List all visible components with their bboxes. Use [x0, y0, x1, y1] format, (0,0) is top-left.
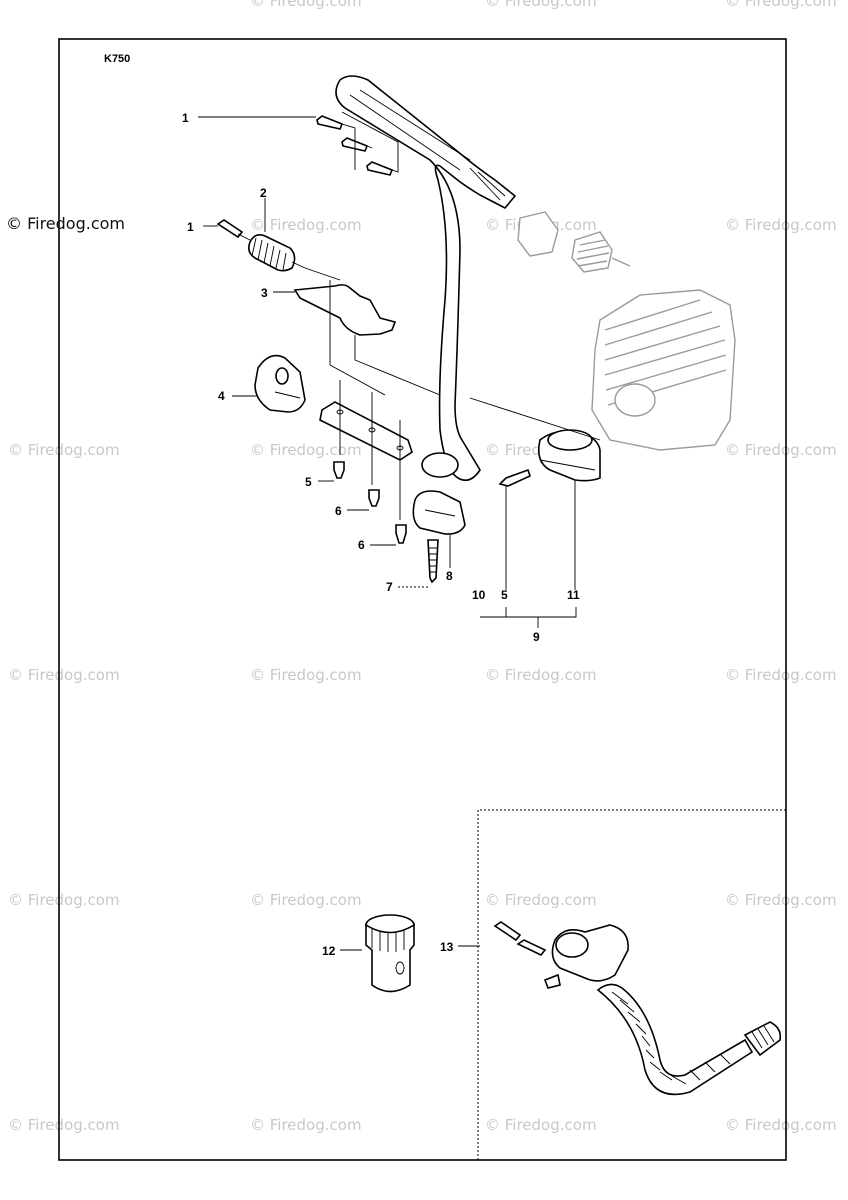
- screw-5: [498, 468, 531, 487]
- callout-11: 11: [567, 588, 580, 602]
- watermark: © Firedog.com: [485, 1116, 597, 1134]
- watermark: © Firedog.com: [8, 441, 120, 459]
- watermark: © Firedog.com: [6, 214, 125, 233]
- watermark: © Firedog.com: [8, 1116, 120, 1134]
- watermark: © Firedog.com: [8, 891, 120, 909]
- buffer-block-8: [412, 490, 466, 535]
- callout-8: 8: [446, 569, 453, 583]
- callout-6: 6: [358, 538, 365, 552]
- watermark: © Firedog.com: [8, 666, 120, 684]
- watermark: © Firedog.com: [725, 441, 837, 459]
- screw-6: [395, 524, 407, 544]
- bushing-12: [365, 914, 415, 993]
- callout-6: 6: [335, 504, 342, 518]
- watermark: © Firedog.com: [250, 216, 362, 234]
- engine-cylinder-ghost: [517, 211, 736, 451]
- screw-7: [427, 539, 439, 584]
- watermark: © Firedog.com: [250, 441, 362, 459]
- callout-10: 10: [472, 588, 486, 602]
- diagram-frame: [58, 38, 787, 1161]
- watermark: © Firedog.com: [725, 666, 837, 684]
- callout-3: 3: [261, 286, 268, 300]
- watermark: © Firedog.com: [250, 666, 362, 684]
- watermark: © Firedog.com: [250, 1116, 362, 1134]
- screw-5: [333, 461, 345, 479]
- watermark: © Firedog.com: [250, 0, 362, 10]
- callout-1: 1: [182, 111, 189, 125]
- watermark: © Firedog.com: [485, 891, 597, 909]
- callout-7: 7: [386, 580, 393, 594]
- rubber-mount-4: [254, 354, 306, 413]
- watermark: © Firedog.com: [725, 0, 837, 10]
- callout-9: 9: [533, 630, 540, 644]
- watermark: © Firedog.com: [725, 1116, 837, 1134]
- watermark: © Firedog.com: [725, 216, 837, 234]
- handle-assembly-13: [493, 921, 782, 1096]
- watermark: © Firedog.com: [485, 0, 597, 10]
- callout-1: 1: [187, 220, 194, 234]
- watermark-layer: © Firedog.com © Firedog.com © Firedog.co…: [8, 0, 837, 1134]
- watermark: © Firedog.com: [725, 891, 837, 909]
- leader-lines: [198, 116, 601, 951]
- watermark: © Firedog.com: [485, 666, 597, 684]
- screws-1-top: [316, 111, 399, 176]
- handle-cup-11: [537, 429, 601, 482]
- callout-2: 2: [260, 186, 267, 200]
- spring-and-screw: [216, 219, 341, 281]
- callout-4: 4: [218, 389, 225, 403]
- screw-6: [368, 489, 380, 507]
- handle-bar: [335, 75, 517, 481]
- callout-5: 5: [501, 588, 508, 602]
- inset-box: [477, 809, 786, 1160]
- callouts: 1 1 2 3 4 5 6 6 7 8 9 10 5 11 12 13: [182, 111, 580, 958]
- mount-plate: [319, 380, 413, 520]
- callout-5: 5: [305, 475, 312, 489]
- model-label: K750: [104, 53, 130, 65]
- callout-12: 12: [322, 944, 336, 958]
- callout-13: 13: [440, 940, 454, 954]
- bracket-3: [293, 284, 397, 336]
- watermark: © Firedog.com: [250, 891, 362, 909]
